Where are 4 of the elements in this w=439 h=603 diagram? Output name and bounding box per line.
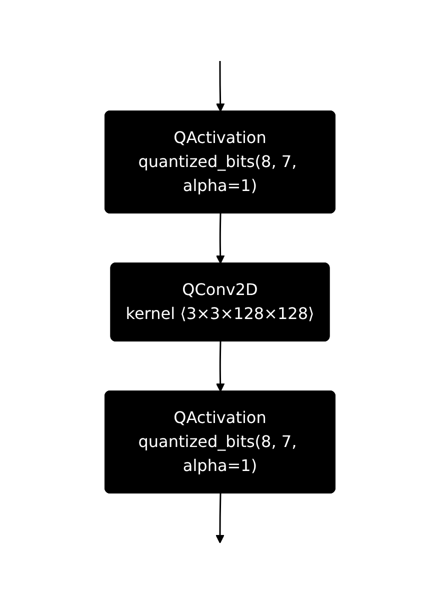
arrow [215,340,224,392]
arrow [215,60,224,112]
arrow [215,212,224,264]
arrow [215,492,224,543]
